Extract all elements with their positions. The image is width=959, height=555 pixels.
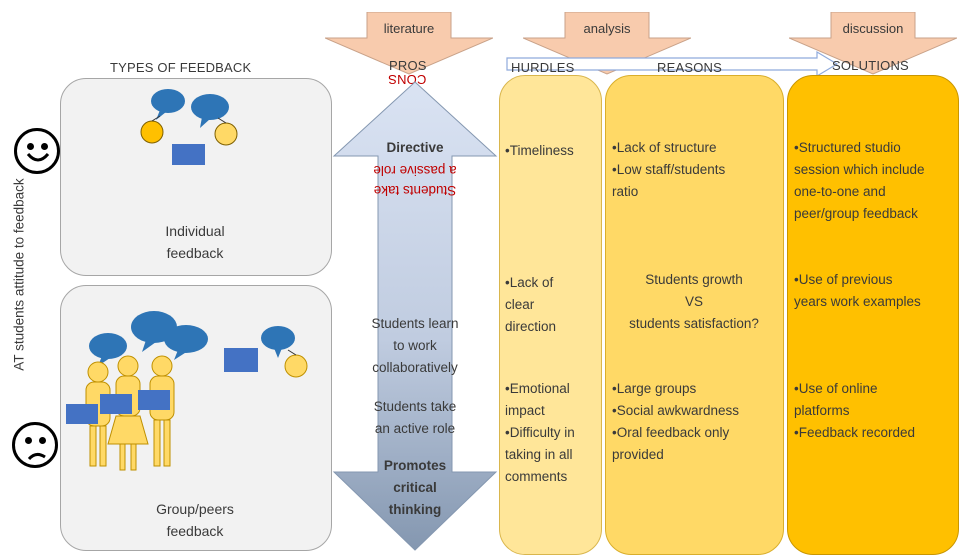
group-feedback-illustration [66, 311, 308, 471]
hurdles-heading: HURDLES [511, 60, 575, 75]
solution-structured-studio: •Structured studio session which include… [794, 140, 925, 221]
attitude-side-label: AT students attitude to feedback [11, 178, 27, 371]
reason-large-groups: •Large groups •Social awkwardness •Oral … [612, 381, 740, 462]
active-role-text: Students take an active role [373, 399, 457, 436]
process-arrow [506, 50, 839, 78]
solution-online-platforms: •Use of online platforms •Feedback recor… [794, 381, 916, 440]
discussion-header-arrow [789, 12, 957, 75]
individual-feedback-illustration [140, 89, 238, 165]
analysis-header-arrow [523, 12, 691, 75]
hurdle-timeliness: •Timeliness [505, 143, 574, 158]
reasons-heading: REASONS [657, 60, 722, 75]
reasons-column [605, 75, 784, 555]
types-of-feedback-heading: TYPES OF FEEDBACK [110, 60, 252, 75]
happy-face-icon [14, 128, 60, 174]
pros-heading: PROS [389, 58, 427, 73]
sad-face-icon [12, 422, 58, 468]
individual-feedback-label: Individual feedback [165, 223, 225, 261]
passive-role-text: Students take a passive role [373, 163, 457, 198]
hurdle-emotional-impact: •Emotional impact •Difficulty in taking … [505, 381, 575, 484]
analysis-label: analysis [583, 21, 631, 36]
pros-cons-double-arrow [332, 81, 498, 551]
solution-previous-examples: •Use of previous years work examples [794, 272, 921, 309]
reason-growth-vs-satisfaction: Students growth VS students satisfaction… [629, 272, 759, 331]
collaborative-text: Students learn to work collaboratively [371, 316, 459, 375]
solutions-column [787, 75, 959, 555]
literature-header-arrow [325, 12, 493, 75]
group-feedback-label: Group/peers feedback [156, 501, 234, 539]
hurdles-column [499, 75, 602, 555]
discussion-label: discussion [842, 21, 904, 36]
critical-thinking-text: Promotes critical thinking [383, 458, 447, 517]
reason-structure-ratio: •Lack of structure •Low staff/students r… [612, 140, 726, 199]
directive-text: Directive [386, 140, 444, 155]
literature-label: literature [383, 21, 435, 36]
solutions-heading: SOLUTIONS [832, 58, 909, 73]
hurdle-lack-of-direction: •Lack of clear direction [505, 275, 557, 334]
